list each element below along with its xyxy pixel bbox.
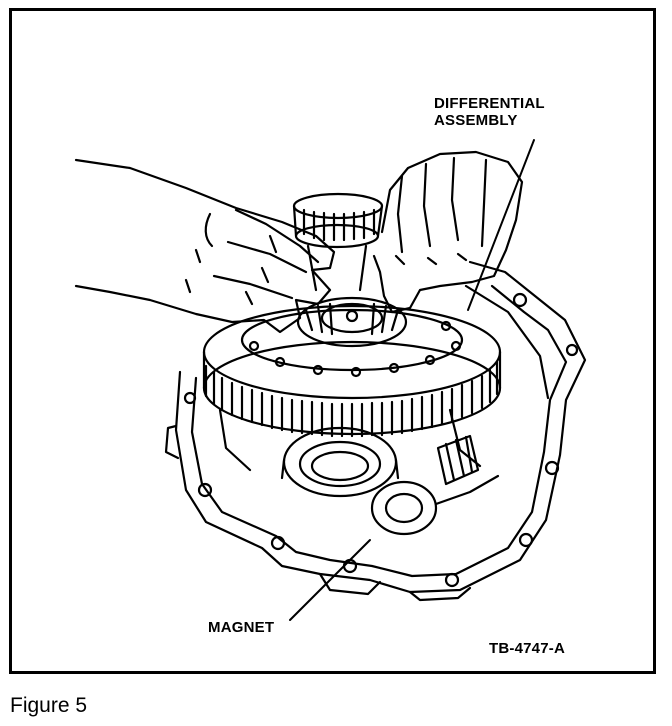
side-bearing [436,434,480,486]
bearing-bore [218,408,482,498]
differential-carrier [296,296,408,348]
figure-code: TB-4747-A [489,640,565,657]
case-housing [164,260,587,602]
label-differential-line1: DIFFERENTIAL [434,95,545,112]
carrier-bearing [292,192,384,292]
label-differential-assembly: DIFFERENTIAL ASSEMBLY [434,95,545,129]
leader-lines [289,139,535,621]
figure-caption: Figure 5 [10,694,88,717]
figure-frame [9,8,656,674]
transaxle-illustration [74,139,587,621]
seal-boss [370,474,500,536]
left-hand [74,158,336,334]
label-differential-line2: ASSEMBLY [434,112,518,129]
label-magnet: MAGNET [208,619,275,636]
right-hand [372,150,524,314]
ring-gear [202,304,502,438]
